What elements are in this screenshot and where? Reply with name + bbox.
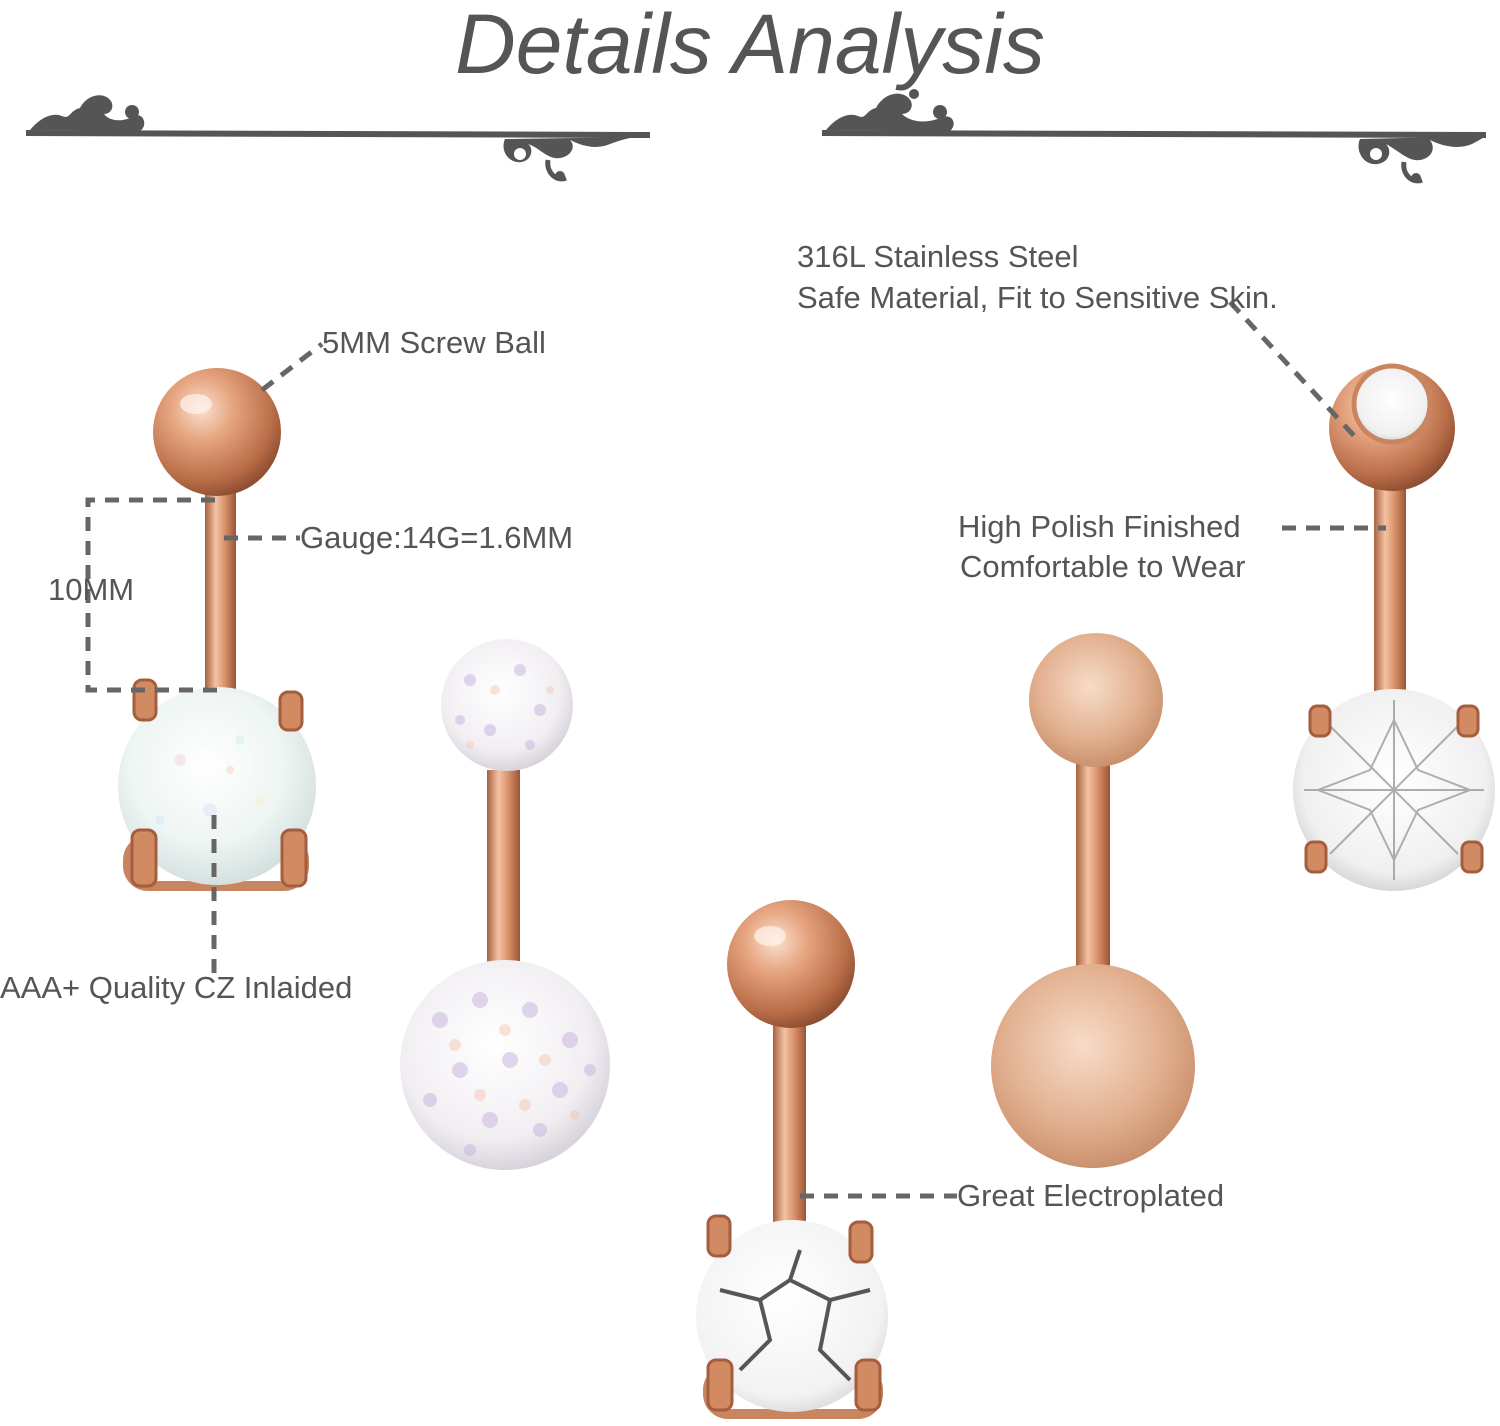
callout-polish-line2: Comfortable to Wear (960, 549, 1246, 584)
ornament-divider-right (821, 89, 1487, 184)
leader-screw-ball (260, 342, 324, 392)
callout-material-line1: 316L Stainless Steel (797, 239, 1079, 274)
page-title: Details Analysis (455, 0, 1045, 91)
callout-material-line2: Safe Material, Fit to Sensitive Skin. (797, 280, 1278, 315)
callout-gauge: Gauge:14G=1.6MM (300, 520, 574, 555)
callout-cz-quality: AAA+ Quality CZ Inlaided (0, 970, 353, 1005)
ornament-divider-left (25, 95, 651, 182)
crystal-belly-ring-illustration (1293, 363, 1495, 891)
leader-material (1228, 300, 1360, 442)
callout-length: 10MM (48, 572, 135, 607)
callout-electroplated: Great Electroplated (957, 1178, 1225, 1213)
opal-belly-ring-illustration (118, 368, 316, 891)
leader-length-bracket (85, 497, 222, 693)
marble-belly-ring-illustration (696, 900, 888, 1419)
glitter-ball-belly-ring-illustration (400, 639, 610, 1170)
frosted-ball-belly-ring-illustration (991, 633, 1195, 1168)
opal-stone-image (118, 687, 316, 885)
callout-leader-lines (85, 300, 1386, 1199)
callout-polish-line1: High Polish Finished (958, 509, 1241, 544)
callout-screw-ball: 5MM Screw Ball (322, 325, 546, 360)
